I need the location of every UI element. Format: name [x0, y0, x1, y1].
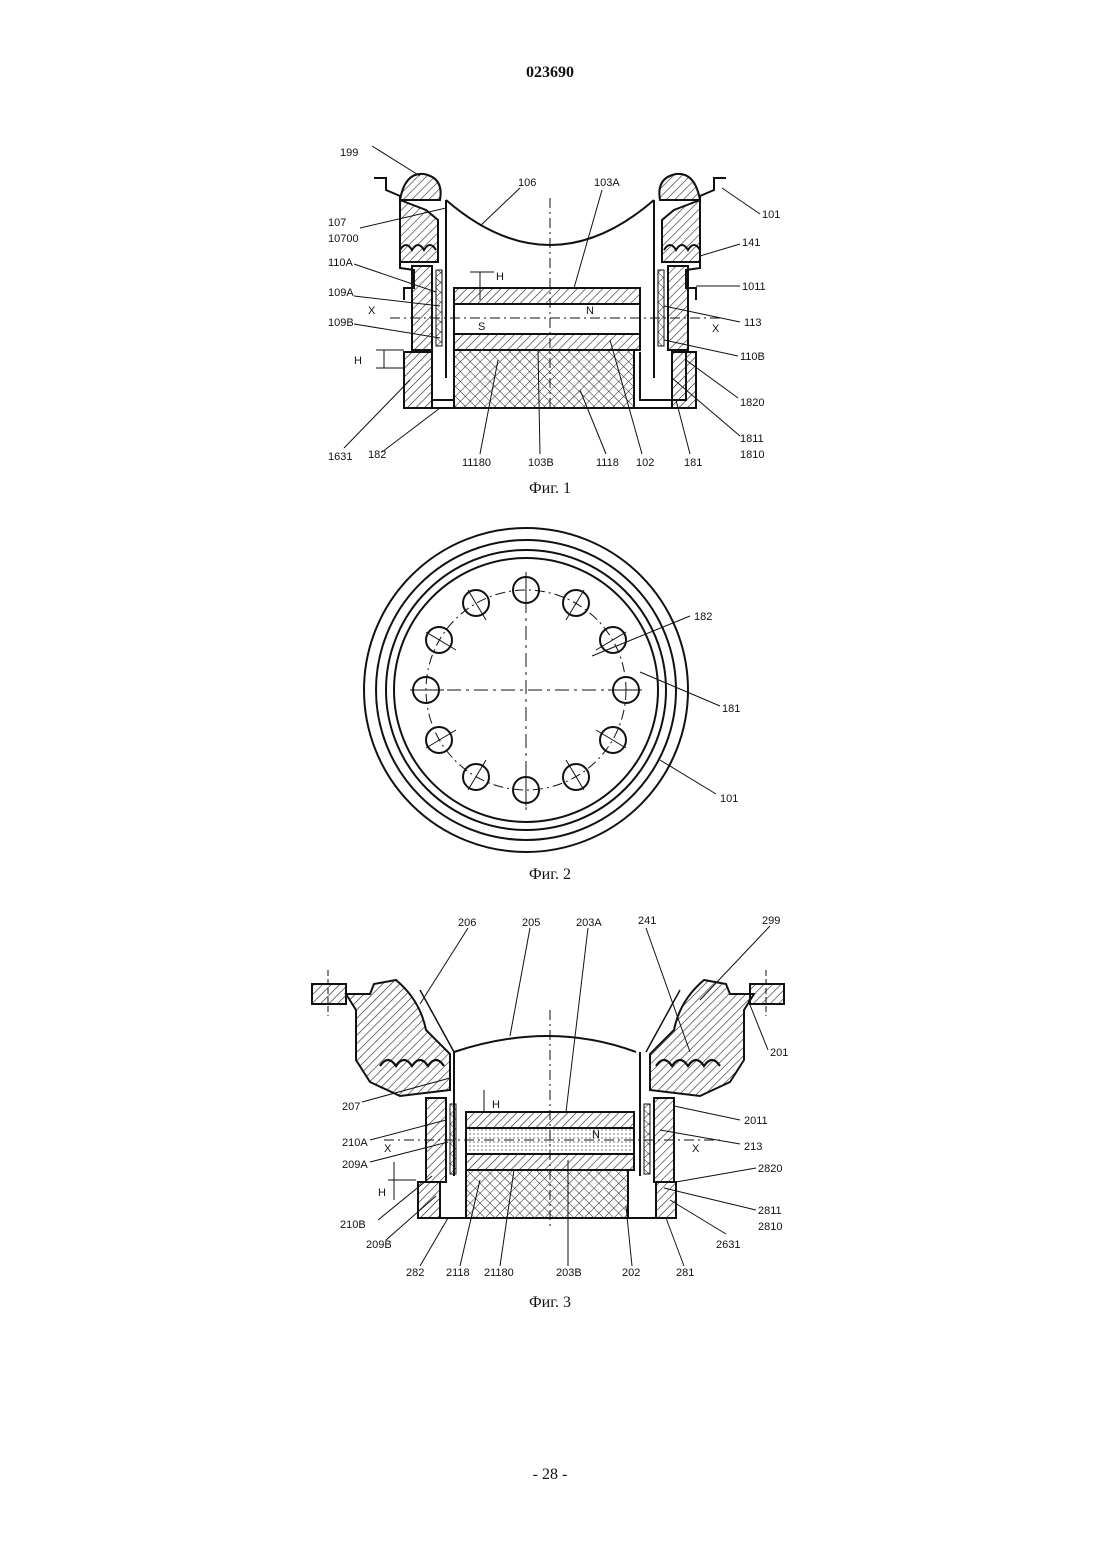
label-209B: 209B: [366, 1239, 392, 1251]
label-10700: 10700: [328, 233, 359, 245]
label-X-right: X: [692, 1143, 700, 1155]
label-101: 101: [762, 209, 780, 221]
label-2631: 2631: [716, 1239, 740, 1251]
label-1011: 1011: [742, 281, 766, 293]
label-281: 281: [676, 1267, 694, 1279]
label-203B: 203B: [556, 1267, 582, 1279]
figure-1: [374, 174, 726, 412]
label-H-side: H: [354, 355, 362, 367]
label-2820: 2820: [758, 1163, 782, 1175]
label-2810: 2810: [758, 1221, 782, 1233]
figure-3-caption: Фиг. 3: [0, 1294, 1100, 1312]
label-202: 202: [622, 1267, 640, 1279]
page-number: - 28 -: [0, 1466, 1100, 1484]
label-N: N: [592, 1129, 600, 1141]
label-109B: 109B: [328, 317, 354, 329]
label-210A: 210A: [342, 1137, 368, 1149]
surround-right: [659, 174, 700, 200]
label-110A: 110A: [328, 257, 354, 269]
label-1118: 1118: [596, 457, 619, 469]
surround-left: [400, 174, 441, 200]
label-X-right: X: [712, 323, 720, 335]
label-2811: 2811: [758, 1205, 782, 1217]
label-203A: 203A: [576, 917, 602, 929]
label-101: 101: [720, 793, 738, 805]
label-206: 206: [458, 917, 476, 929]
label-106: 106: [518, 177, 536, 189]
label-1820: 1820: [740, 397, 764, 409]
label-107: 107: [328, 217, 346, 229]
label-S: S: [478, 321, 485, 333]
label-102: 102: [636, 457, 654, 469]
label-282: 282: [406, 1267, 424, 1279]
label-201: 201: [770, 1047, 788, 1059]
label-103A: 103A: [594, 177, 620, 189]
label-2118: 2118: [446, 1267, 470, 1279]
label-110B: 110B: [740, 351, 765, 363]
figure-1-caption: Фиг. 1: [0, 480, 1100, 498]
label-141: 141: [742, 237, 760, 249]
label-199: 199: [340, 147, 358, 159]
label-209A: 209A: [342, 1159, 368, 1171]
label-210B: 210B: [340, 1219, 366, 1231]
figure-2-labels: 182 181 101: [694, 611, 740, 805]
label-N: N: [586, 305, 594, 317]
label-205: 205: [522, 917, 540, 929]
label-H-top: H: [496, 271, 504, 283]
label-2011: 2011: [744, 1115, 768, 1127]
label-103B: 103B: [528, 457, 554, 469]
label-H-side: H: [378, 1187, 386, 1199]
label-1631: 1631: [328, 451, 352, 463]
label-213: 213: [744, 1141, 762, 1153]
figure-2: [364, 528, 720, 852]
label-11180: 11180: [462, 457, 491, 469]
figure-3-labels: 206 205 203A 241 299 201 207 H 2011 210A…: [340, 915, 788, 1279]
label-182: 182: [368, 449, 386, 461]
label-1811: 1811: [740, 433, 764, 445]
label-X-left: X: [384, 1143, 392, 1155]
diaphragm-dome: [454, 1036, 636, 1052]
label-109A: 109A: [328, 287, 354, 299]
label-241: 241: [638, 915, 656, 927]
label-X-left: X: [368, 305, 376, 317]
label-182: 182: [694, 611, 712, 623]
label-181: 181: [722, 703, 740, 715]
label-H-top: H: [492, 1099, 500, 1111]
figure-2-caption: Фиг. 2: [0, 866, 1100, 884]
label-207: 207: [342, 1101, 360, 1113]
label-1810: 1810: [740, 449, 764, 461]
label-21180: 21180: [484, 1267, 514, 1279]
label-181: 181: [684, 457, 702, 469]
label-113: 113: [744, 317, 762, 329]
label-299: 299: [762, 915, 780, 927]
